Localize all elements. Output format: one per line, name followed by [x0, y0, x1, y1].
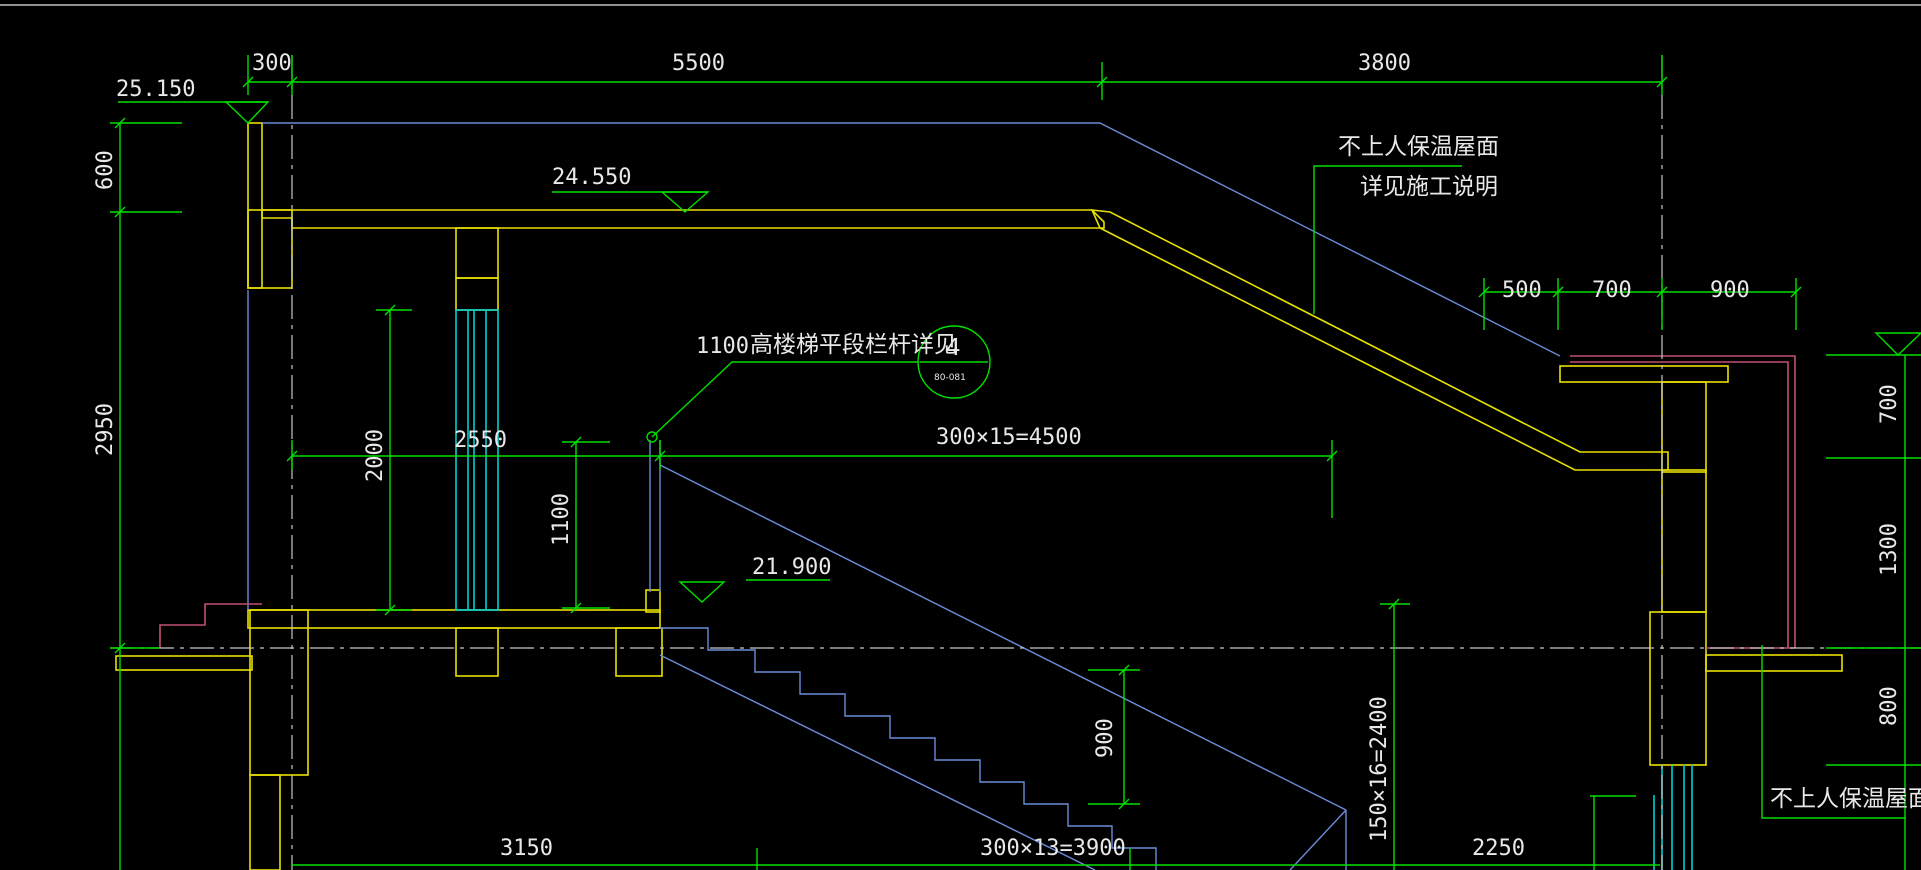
detail-number: 4	[946, 335, 961, 361]
dimension-lines	[110, 55, 1921, 870]
outline-lines	[247, 122, 1561, 870]
left-parapet-base	[247, 209, 293, 289]
right-roof-cap	[1559, 365, 1729, 383]
roof-note-line-1: 不上人保温屋面	[1338, 134, 1499, 160]
elevation-markers	[118, 101, 1921, 603]
detail-sheet: 80-081	[934, 373, 966, 383]
parapet-lines	[159, 355, 1796, 649]
dim-mid-2400: 150×16=2400	[1367, 696, 1392, 842]
left-floor-ledge	[115, 655, 253, 671]
detail-callout-circle	[917, 325, 991, 399]
dim-top-5500: 5500	[672, 51, 725, 76]
dim-right-800: 800	[1877, 686, 1902, 726]
dim-top-3800: 3800	[1358, 51, 1411, 76]
dim-top-right-900: 900	[1710, 278, 1750, 303]
concrete-structure	[115, 122, 1843, 870]
dim-top-right-500: 500	[1502, 278, 1542, 303]
elevation-text: 25.150 24.550 21.900	[116, 77, 831, 580]
railing-height-label: 1100	[696, 334, 749, 359]
railing-note: 高楼梯平段栏杆详见	[750, 332, 957, 358]
dim-top-right-700: 700	[1592, 278, 1632, 303]
dim-bottom-3900: 300×13=3900	[980, 836, 1126, 861]
elevation-25150: 25.150	[116, 77, 195, 102]
right-floor-slab	[1705, 654, 1843, 672]
interior-column	[455, 227, 499, 279]
dim-left-600: 600	[93, 150, 118, 190]
roof-note-right: 不上人保温屋面	[1770, 786, 1921, 812]
dim-mid-900: 900	[1093, 718, 1118, 758]
beam-1	[455, 627, 499, 677]
dim-left-1100: 1100	[549, 493, 574, 546]
dim-mid-4500: 300×15=4500	[936, 425, 1082, 450]
interior-column-lintel	[455, 277, 499, 311]
elevation-21900: 21.900	[752, 555, 831, 580]
annotation-notes: 不上人保温屋面 详见施工说明 1100 高楼梯平段栏杆详见 4 80-081 不…	[696, 134, 1921, 812]
landing-post	[645, 589, 661, 613]
dim-top-300: 300	[252, 51, 292, 76]
left-wall-base	[249, 774, 281, 870]
roof-slab-flat	[261, 209, 1105, 229]
left-wall-lower	[249, 609, 309, 776]
dim-left-2950: 2950	[93, 403, 118, 456]
dim-bottom-3150: 3150	[500, 836, 553, 861]
dim-left-2000: 2000	[363, 429, 388, 482]
dim-right-700: 700	[1877, 384, 1902, 424]
right-wall	[1661, 469, 1707, 613]
elevation-24550: 24.550	[552, 165, 631, 190]
dim-bottom-2250: 2250	[1472, 836, 1525, 861]
beam-2	[615, 627, 663, 677]
roof-slab-sloped	[1090, 209, 1669, 471]
roof-note-line-2: 详见施工说明	[1360, 174, 1498, 200]
dimension-text: 300 5500 3800 500 700 900 600 2950 2000 …	[93, 51, 1902, 861]
dim-mid-2550: 2550	[454, 428, 507, 453]
mid-floor-slab	[247, 609, 661, 629]
dim-right-1300: 1300	[1877, 523, 1902, 576]
right-wall-lower	[1649, 611, 1707, 766]
left-parapet	[247, 122, 263, 289]
window-glazing	[455, 309, 1693, 870]
